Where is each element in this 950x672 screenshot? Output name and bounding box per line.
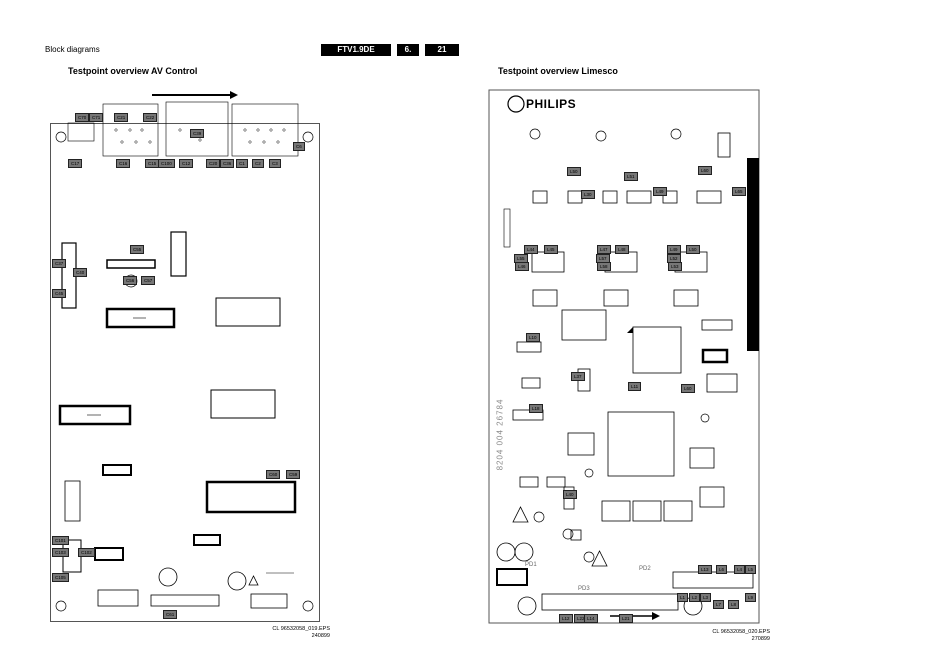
- right-testpoint-l65: L65: [732, 187, 746, 196]
- tab-chapter: 6.: [397, 44, 419, 56]
- left-testpoint-c40: C40: [73, 268, 88, 277]
- right-testpoint-l21: L21: [619, 614, 633, 623]
- right-testpoint-l30: L30: [581, 190, 595, 199]
- left-testpoint-c22: C22: [143, 113, 158, 122]
- left-testpoint-c55: C55: [130, 245, 145, 254]
- right-testpoint-l14: L14: [584, 614, 598, 623]
- left-testpoint-c59: C59: [286, 470, 301, 479]
- right-testpoint-l40: L40: [563, 490, 577, 499]
- left-testpoint-c102: C102: [78, 548, 95, 557]
- left-testpoint-c70: C70: [75, 113, 90, 122]
- right-testpoint-l51: L51: [624, 172, 638, 181]
- left-testpoint-c100: C100: [158, 159, 175, 168]
- right-testpoint-l9: L9: [745, 593, 757, 602]
- right-testpoint-l49: L49: [653, 187, 667, 196]
- right-footer-code: CL 96532058_020.EPS: [712, 629, 770, 635]
- right-testpoint-l60: L60: [698, 166, 712, 175]
- left-testpoint-c36: C36: [220, 159, 235, 168]
- tab-page: 21: [425, 44, 459, 56]
- left-footer-date: 240899: [311, 633, 330, 639]
- left-testpoint-c21: C21: [114, 113, 129, 122]
- right-testpoint-l3: L3: [700, 593, 712, 602]
- right-testpoint-l18: L18: [529, 404, 543, 413]
- right-title: Testpoint overview Limesco: [498, 66, 618, 76]
- left-footer-code: CL 96532058_019.EPS: [272, 626, 330, 632]
- left-testpoint-c61: C61: [163, 610, 178, 619]
- left-testpoint-c37: C37: [52, 259, 67, 268]
- pd2-label: PD2: [639, 566, 651, 572]
- left-testpoint-c3: C3: [269, 159, 281, 168]
- left-testpoint-c6: C6: [293, 142, 305, 151]
- left-testpoint-c60: C60: [266, 470, 281, 479]
- right-testpoint-l50: L50: [686, 245, 700, 254]
- right-testpoint-l37: L37: [571, 372, 585, 381]
- section-label: Block diagrams: [45, 45, 100, 54]
- left-testpoint-c39: C39: [190, 129, 205, 138]
- right-testpoint-l49: L49: [667, 245, 681, 254]
- right-testpoint-l7: L7: [713, 600, 725, 609]
- right-testpoint-l5: L5: [745, 565, 757, 574]
- left-testpoint-c101: C101: [52, 536, 69, 545]
- right-testpoint-l8: L8: [728, 600, 740, 609]
- tab-model: FTV1.9DE: [321, 44, 391, 56]
- header-tabs: FTV1.9DE 6. 21: [321, 44, 465, 56]
- left-testpoint-c16: C16: [116, 159, 131, 168]
- left-testpoint-c71: C71: [89, 113, 104, 122]
- left-testpoint-c105: C105: [52, 573, 69, 582]
- right-testpoint-l58: L58: [597, 262, 611, 271]
- pd1-label: PD1: [525, 562, 537, 568]
- right-testpoint-l46: L46: [515, 262, 529, 271]
- left-footer: CL 96532058_019.EPS 240899: [250, 626, 330, 640]
- right-testpoint-l11: L11: [628, 382, 642, 391]
- left-testpoint-c45: C45: [52, 289, 67, 298]
- right-testpoint-l2: L2: [689, 593, 701, 602]
- right-testpoint-l6: L6: [716, 565, 728, 574]
- right-testpoint-l10: L10: [526, 333, 540, 342]
- right-testpoint-l45: L45: [544, 245, 558, 254]
- right-testpoint-l48: L48: [615, 245, 629, 254]
- philips-logo: PHILIPS: [526, 97, 577, 111]
- right-testpoint-l4: L4: [734, 565, 746, 574]
- right-testpoint-l60: L60: [681, 384, 695, 393]
- right-testpoint-l1: L1: [677, 593, 689, 602]
- right-testpoint-l50: L50: [567, 167, 581, 176]
- right-footer: CL 96532058_020.EPS 270899: [690, 629, 770, 643]
- right-testpoint-l53: L53: [668, 262, 682, 271]
- left-testpoint-c12: C12: [179, 159, 194, 168]
- left-testpoint-c56: C56: [123, 276, 138, 285]
- right-testpoint-l12: L12: [559, 614, 573, 623]
- right-testpoint-l13: L13: [698, 565, 712, 574]
- left-testpoint-c17: C17: [68, 159, 83, 168]
- left-testpoint-c2: C2: [252, 159, 264, 168]
- left-testpoint-c57: C57: [141, 276, 156, 285]
- right-testpoint-l44: L44: [524, 245, 538, 254]
- pd3-label: PD3: [578, 586, 590, 592]
- av-control-board: [50, 123, 320, 622]
- left-title: Testpoint overview AV Control: [68, 66, 198, 76]
- right-footer-date: 270899: [751, 636, 770, 642]
- right-testpoint-l47: L47: [597, 245, 611, 254]
- left-testpoint-c1: C1: [236, 159, 248, 168]
- page-edge-marker: [747, 158, 759, 351]
- left-testpoint-c103: C103: [52, 548, 69, 557]
- left-testpoint-c20: C20: [206, 159, 221, 168]
- barcode-text: 8204 004 26784: [495, 398, 505, 471]
